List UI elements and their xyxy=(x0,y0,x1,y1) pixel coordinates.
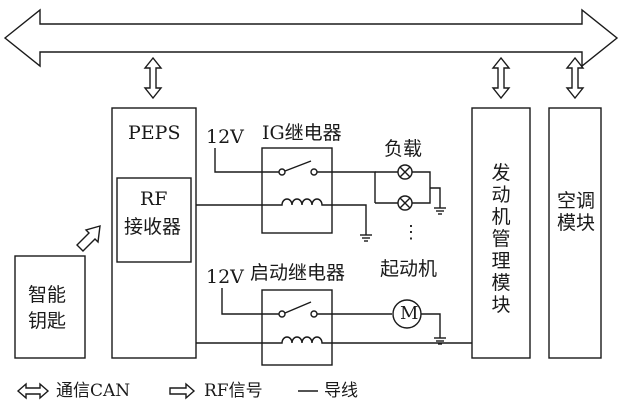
ig-relay-coil xyxy=(268,198,328,206)
peps-label: PEPS xyxy=(128,122,181,144)
can-connector-engine xyxy=(491,56,511,100)
ac-module-label: 空调模块 xyxy=(556,190,595,234)
ig-voltage-label: 12V xyxy=(206,126,244,148)
rf-signal-arrow xyxy=(76,225,101,252)
load-bus-right xyxy=(412,171,431,204)
ig-switch-contact-right xyxy=(310,168,318,176)
ig-relay-box xyxy=(261,147,333,234)
start-relay-label: 启动继电器 xyxy=(250,262,346,284)
load-bus-left xyxy=(362,171,376,203)
start-switch-contact-left xyxy=(278,310,286,318)
rf-receiver-label-line1: RF xyxy=(140,188,168,210)
ig-supply-wire xyxy=(214,148,279,173)
can-connector-peps xyxy=(143,56,163,100)
rf-receiver-label-line2: 接收器 xyxy=(124,216,182,238)
can-bus-arrow xyxy=(3,8,619,68)
ac-module-box xyxy=(548,107,602,359)
starter-label: 起动机 xyxy=(380,258,438,280)
motor-symbol-label: M xyxy=(400,303,419,324)
start-switch-contact-right xyxy=(310,310,318,318)
ig-switch-blade xyxy=(284,160,312,172)
legend-rf-symbol xyxy=(169,382,196,400)
legend-can-symbol xyxy=(16,382,50,400)
smart-key-label-line2: 钥匙 xyxy=(28,310,67,332)
motor-ground-wire xyxy=(421,313,441,338)
rf-receiver-box xyxy=(116,177,192,263)
start-switch-blade xyxy=(284,301,312,314)
ig-relay-label: IG继电器 xyxy=(262,122,342,144)
load-ellipsis: ⋮ xyxy=(402,222,420,243)
start-relay-box xyxy=(261,289,333,366)
legend-rf-label: RF信号 xyxy=(204,381,263,401)
peps-box xyxy=(111,107,197,359)
smart-key-box xyxy=(14,255,86,359)
load-ground-wire xyxy=(430,187,441,208)
engine-module-box xyxy=(471,107,531,359)
ig-coil-ground-wire xyxy=(328,204,367,235)
engine-module-label: 发动机管理模块 xyxy=(491,162,511,316)
can-connector-ac xyxy=(565,56,585,100)
legend-wire-label: 导线 xyxy=(324,381,358,401)
load-label: 负载 xyxy=(384,138,423,160)
smart-key-label-line1: 智能 xyxy=(28,284,67,306)
start-voltage-label: 12V xyxy=(206,266,244,288)
start-supply-wire xyxy=(221,288,279,315)
ig-switch-contact-left xyxy=(278,168,286,176)
start-relay-coil xyxy=(268,336,328,344)
legend-can-label: 通信CAN xyxy=(56,381,131,401)
